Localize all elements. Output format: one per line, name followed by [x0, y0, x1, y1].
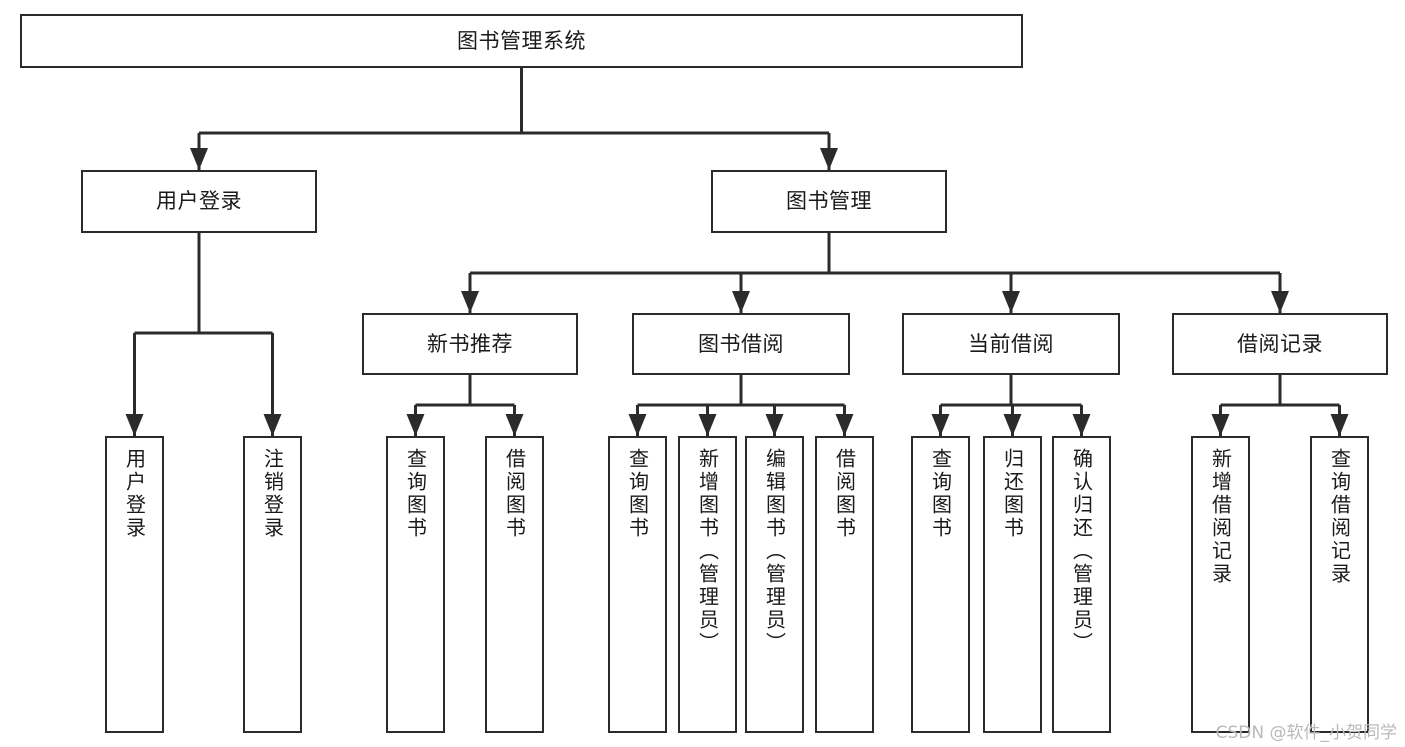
- node-leaf-cur-confirm[interactable]: 确认归还（管理员）: [1052, 436, 1111, 733]
- arrowhead-leaf_cur_query: [931, 414, 950, 436]
- node-leaf-bo-edit[interactable]: 编辑图书（管理员）: [745, 436, 804, 733]
- arrowhead-leaf_rec_query: [1330, 414, 1349, 436]
- node-leaf-cur-return[interactable]: 归还图书: [983, 436, 1042, 733]
- node-leaf-user-login[interactable]: 用户登录: [105, 436, 164, 733]
- node-label: 新增借阅记录: [1208, 448, 1233, 586]
- node-label: 借阅图书: [832, 448, 857, 540]
- node-root[interactable]: 图书管理系统: [20, 14, 1023, 68]
- node-label: 用户登录: [156, 189, 242, 214]
- node-label: 查询图书: [625, 448, 650, 540]
- node-leaf-rec-add[interactable]: 新增借阅记录: [1191, 436, 1250, 733]
- node-leaf-new-query[interactable]: 查询图书: [386, 436, 445, 733]
- node-label: 图书管理: [786, 189, 872, 214]
- node-l2-borrow[interactable]: 图书借阅: [632, 313, 850, 375]
- arrowhead-leaf_rec_add: [1211, 414, 1230, 436]
- node-label: 查询图书: [928, 448, 953, 540]
- arrowhead-l2_new: [461, 291, 479, 313]
- node-l2-current[interactable]: 当前借阅: [902, 313, 1120, 375]
- arrowhead-leaf_new_borrow: [505, 414, 524, 436]
- node-label: 借阅图书: [502, 448, 527, 540]
- node-label: 借阅记录: [1237, 331, 1323, 356]
- node-label: 确认归还（管理员）: [1069, 448, 1094, 655]
- arrowhead-l1_book: [820, 148, 838, 170]
- node-label: 注销登录: [260, 448, 285, 540]
- node-label: 查询借阅记录: [1327, 448, 1352, 586]
- arrowhead-leaf_user_logout: [263, 414, 282, 436]
- arrowhead-leaf_user_login: [125, 414, 144, 436]
- node-leaf-cur-query[interactable]: 查询图书: [911, 436, 970, 733]
- arrowhead-leaf_bo_add: [698, 414, 717, 436]
- node-label: 图书借阅: [698, 331, 784, 356]
- node-leaf-bo-borrow[interactable]: 借阅图书: [815, 436, 874, 733]
- arrowhead-l1_user: [190, 148, 208, 170]
- node-leaf-user-logout[interactable]: 注销登录: [243, 436, 302, 733]
- arrowhead-l2_borrow: [732, 291, 750, 313]
- node-label: 当前借阅: [968, 331, 1054, 356]
- node-label: 归还图书: [1000, 448, 1025, 540]
- node-l1-user[interactable]: 用户登录: [81, 170, 317, 233]
- node-leaf-new-borrow[interactable]: 借阅图书: [485, 436, 544, 733]
- node-leaf-bo-query[interactable]: 查询图书: [608, 436, 667, 733]
- node-label: 新增图书（管理员）: [695, 448, 720, 655]
- node-leaf-bo-add[interactable]: 新增图书（管理员）: [678, 436, 737, 733]
- node-l1-book[interactable]: 图书管理: [711, 170, 947, 233]
- node-leaf-rec-query[interactable]: 查询借阅记录: [1310, 436, 1369, 733]
- arrowhead-leaf_cur_return: [1003, 414, 1022, 436]
- node-label: 用户登录: [122, 448, 147, 540]
- arrowhead-leaf_bo_query: [628, 414, 647, 436]
- node-l2-new[interactable]: 新书推荐: [362, 313, 578, 375]
- arrowhead-l2_current: [1002, 291, 1020, 313]
- arrowhead-leaf_bo_edit: [765, 414, 784, 436]
- node-l2-record[interactable]: 借阅记录: [1172, 313, 1388, 375]
- node-label: 查询图书: [403, 448, 428, 540]
- arrowhead-leaf_cur_confirm: [1072, 414, 1091, 436]
- arrowhead-leaf_new_query: [406, 414, 425, 436]
- node-label: 编辑图书（管理员）: [762, 448, 787, 655]
- arrowhead-leaf_bo_borrow: [835, 414, 854, 436]
- node-label: 新书推荐: [427, 331, 513, 356]
- node-label: 图书管理系统: [457, 28, 586, 53]
- watermark: CSDN @软件_小贺同学: [1215, 723, 1397, 743]
- arrowhead-l2_record: [1271, 291, 1289, 313]
